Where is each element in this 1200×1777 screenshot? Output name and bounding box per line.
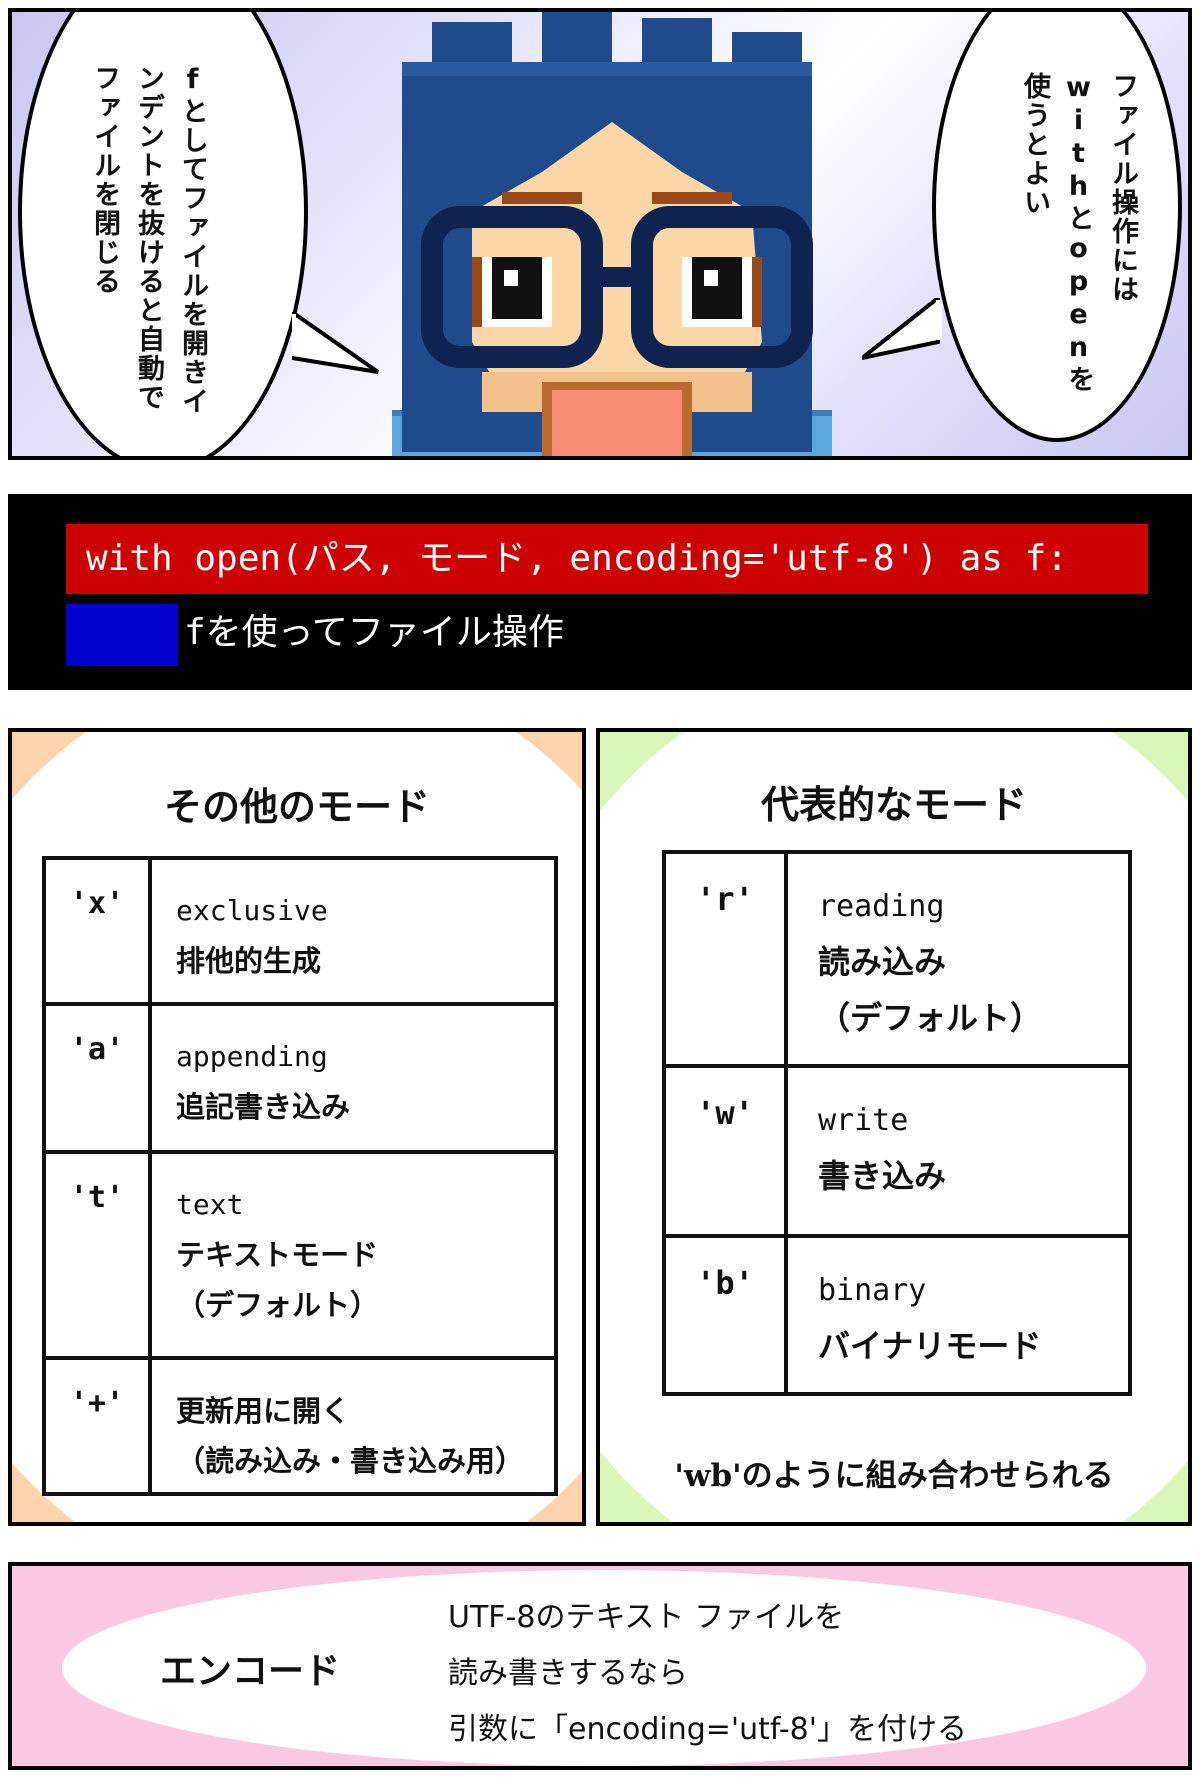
speech-bubble-right [932, 12, 1182, 442]
table-row: 't' text テキストモード （デフォルト） [42, 1150, 558, 1360]
code-panel: with open(パス, モード, encoding='utf-8') as … [8, 494, 1192, 690]
table-row: '+' 更新用に開く （読み込み・書き込み用） [42, 1356, 558, 1496]
panel-background-oval [62, 1570, 1146, 1766]
mode-english: write [818, 1103, 909, 1138]
encode-panel: エンコード UTF-8のテキスト ファイルを 読み書きするなら 引数に「enco… [8, 1562, 1192, 1770]
table-row: 'b' binary バイナリモード [662, 1234, 1132, 1396]
mode-japanese: バイナリモード [818, 1327, 1042, 1365]
encode-line: 引数に「encoding='utf-8'」を付ける [448, 1712, 967, 1747]
mode-english: text [176, 1188, 244, 1221]
encode-line: 読み書きするなら [448, 1656, 688, 1691]
mode-japanese: 排他的生成 [176, 944, 322, 978]
mode-key: 'x' [42, 856, 152, 1006]
mode-japanese: テキストモード [176, 1238, 379, 1272]
mode-key: '+' [42, 1356, 152, 1496]
mode-english: binary [818, 1273, 927, 1308]
speech-bubble-right-tail [862, 298, 942, 360]
code-line-with-open: with open(パス, モード, encoding='utf-8') as … [66, 524, 1148, 594]
encode-line: UTF-8のテキスト ファイルを [448, 1600, 845, 1635]
mode-key: 'w' [662, 1064, 788, 1238]
speech-left-text: fとしてファイルを開きインデントを抜けると自動でファイルを閉じる [89, 64, 208, 416]
indent-marker [66, 604, 178, 666]
encode-title: エンコード [160, 1650, 341, 1692]
table-row: 'w' write 書き込み [662, 1064, 1132, 1238]
pixel-character-illustration [392, 12, 832, 456]
mode-english: reading [818, 889, 945, 924]
mode-key: 't' [42, 1150, 152, 1360]
table-row: 'r' reading 読み込み （デフォルト） [662, 850, 1132, 1068]
mode-english: exclusive [176, 894, 328, 927]
mode-description: appending 追記書き込み [148, 1002, 558, 1154]
combine-modes-note: 'wb'のように組み合わせられる [674, 1458, 1114, 1494]
speech-right-text: ファイル操作にはwithとopenを使うとよい [1019, 72, 1138, 394]
main-modes-title: 代表的なモード [760, 782, 1027, 827]
mode-key: 'b' [662, 1234, 788, 1396]
main-modes-panel: 代表的なモード 'r' reading 読み込み （デフォルト） 'w' wri… [596, 728, 1192, 1526]
mode-japanese-note: （デフォルト） [176, 1288, 380, 1322]
mode-key: 'r' [662, 850, 788, 1068]
table-row: 'a' appending 追記書き込み [42, 1002, 558, 1154]
mode-english: appending [176, 1040, 328, 1073]
mode-description: 更新用に開く （読み込み・書き込み用） [148, 1356, 558, 1496]
speech-bubble-left [18, 12, 308, 456]
other-modes-title: その他のモード [163, 784, 430, 829]
mode-japanese-note: （デフォルト） [818, 999, 1043, 1037]
main-modes-table: 'r' reading 読み込み （デフォルト） 'w' write 書き込み … [662, 850, 1132, 1396]
mode-description: write 書き込み [784, 1064, 1132, 1238]
mode-japanese: 書き込み [818, 1157, 947, 1195]
table-row: 'x' exclusive 排他的生成 [42, 856, 558, 1006]
mode-description: text テキストモード （デフォルト） [148, 1150, 558, 1360]
mode-description: reading 読み込み （デフォルト） [784, 850, 1132, 1068]
mode-japanese-note: （読み込み・書き込み用） [176, 1444, 525, 1478]
speech-bubble-left-tail [292, 312, 380, 374]
comic-panel-character: fとしてファイルを開きインデントを抜けると自動でファイルを閉じる ファイル操作に… [8, 8, 1192, 460]
mode-key: 'a' [42, 1002, 152, 1154]
other-modes-panel: その他のモード 'x' exclusive 排他的生成 'a' appendin… [8, 728, 586, 1526]
mode-japanese: 更新用に開く [176, 1394, 351, 1428]
code-line-body: fを使ってファイル操作 [184, 612, 564, 653]
encode-description: UTF-8のテキスト ファイルを 読み書きするなら 引数に「encoding='… [448, 1590, 967, 1758]
mode-japanese: 追記書き込み [176, 1090, 351, 1124]
mode-japanese: 読み込み [818, 943, 947, 981]
mode-description: binary バイナリモード [784, 1234, 1132, 1396]
mode-description: exclusive 排他的生成 [148, 856, 558, 1006]
other-modes-table: 'x' exclusive 排他的生成 'a' appending 追記書き込み… [42, 856, 558, 1496]
